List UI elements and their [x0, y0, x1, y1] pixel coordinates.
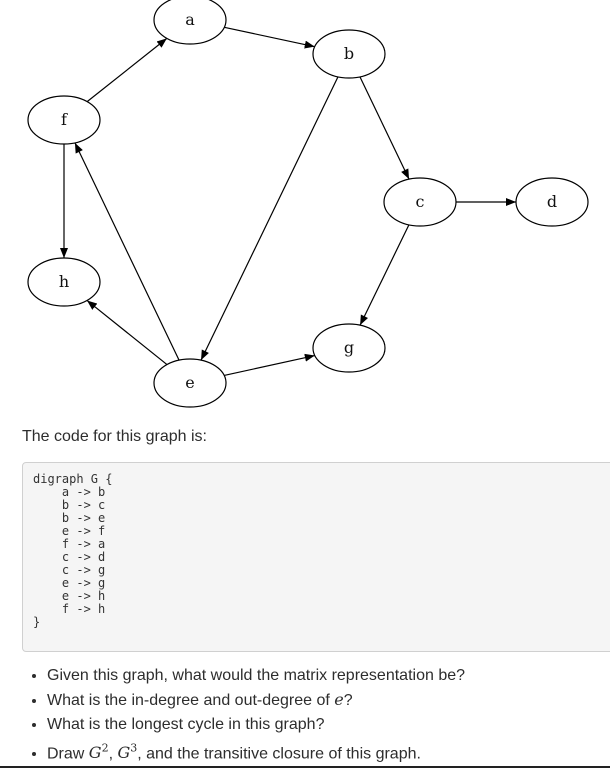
edge-b-to-e — [200, 76, 339, 361]
edge-c-to-g — [359, 224, 410, 326]
node-e-ellipse — [153, 358, 227, 408]
code-intro-text: The code for this graph is: — [22, 428, 207, 445]
node-a: a — [153, 0, 227, 45]
node-a-ellipse — [153, 0, 227, 45]
g-squared-math: G2 — [88, 742, 109, 763]
edge-f-to-a — [86, 37, 168, 103]
node-b-label: b — [344, 44, 354, 63]
question-cycle-text: What is the longest cycle in this graph? — [47, 716, 325, 733]
node-f-ellipse — [27, 95, 101, 145]
g-cubed-math: G3 — [117, 742, 138, 763]
edge-e-to-g — [224, 353, 315, 377]
node-f: f — [27, 95, 101, 145]
node-d: d — [515, 177, 589, 227]
question-degree-suffix: ? — [343, 692, 353, 709]
question-matrix-text: Given this graph, what would the matrix … — [47, 667, 466, 684]
question-draw: Draw G2, G3, and the transitive closure … — [47, 737, 465, 766]
node-d-ellipse — [515, 177, 589, 227]
node-g: g — [312, 323, 386, 373]
node-c-ellipse — [383, 177, 457, 227]
bottom-divider — [0, 766, 610, 768]
node-e: e — [153, 358, 227, 408]
node-b: b — [312, 29, 386, 79]
code-block: digraph G { a -> b b -> c b -> e e -> f … — [22, 462, 610, 652]
question-degree-text: What is the in-degree and out-degree of — [47, 692, 335, 709]
question-list: Given this graph, what would the matrix … — [26, 664, 465, 766]
question-matrix: Given this graph, what would the matrix … — [47, 664, 465, 688]
node-a-label: a — [185, 10, 195, 29]
node-h: h — [27, 257, 101, 307]
question-draw-prefix: Draw — [47, 745, 89, 763]
node-h-ellipse — [27, 257, 101, 307]
edge-b-to-c — [359, 76, 410, 180]
node-c-label: c — [416, 192, 425, 211]
graph-code: digraph G { a -> b b -> c b -> e e -> f … — [33, 472, 113, 629]
question-cycle: What is the longest cycle in this graph? — [47, 713, 465, 737]
directed-graph-diagram: a b c d e f g h — [27, 0, 589, 408]
question-draw-suffix: , and the transitive closure of this gra… — [137, 745, 421, 763]
edge-e-to-f — [74, 142, 180, 361]
question-draw-sep: , — [108, 745, 118, 763]
edge-a-to-b — [224, 26, 315, 49]
node-h-label: h — [59, 272, 69, 291]
node-e-label: e — [185, 373, 194, 392]
node-g-ellipse — [312, 323, 386, 373]
node-c: c — [383, 177, 457, 227]
node-f-label: f — [61, 110, 68, 129]
node-g-label: g — [344, 338, 354, 357]
question-degree: What is the in-degree and out-degree of … — [47, 688, 465, 713]
edge-e-to-h — [86, 299, 168, 366]
node-b-ellipse — [312, 29, 386, 79]
vertex-e-math: e — [334, 690, 344, 709]
node-d-label: d — [547, 192, 557, 211]
